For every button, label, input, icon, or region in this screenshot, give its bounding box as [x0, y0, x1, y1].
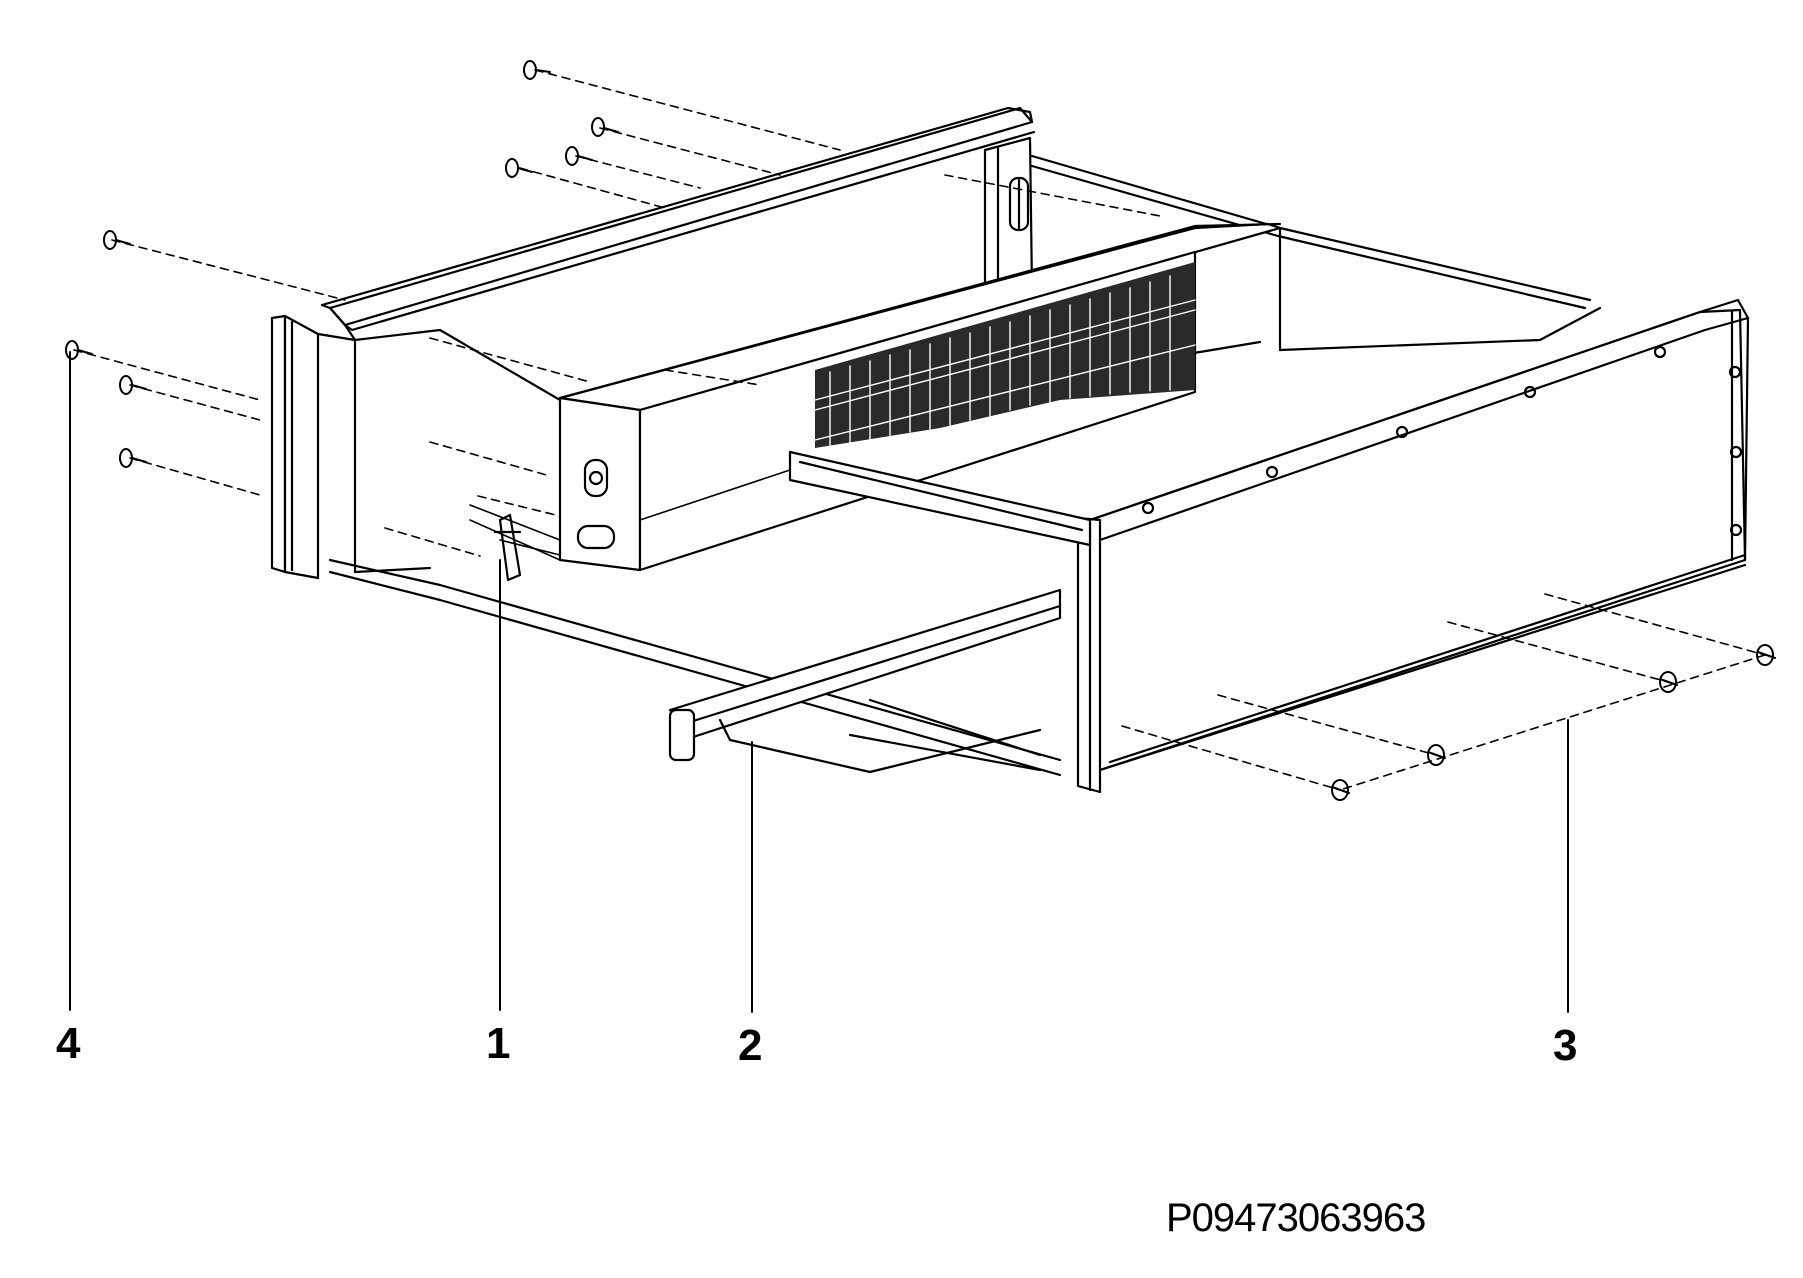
callout-leaders: [69, 351, 1569, 1013]
screws: [65, 60, 1776, 801]
callout-label-4: 4: [56, 1019, 81, 1068]
callout-label-3: 3: [1553, 1021, 1578, 1070]
callout-label-2: 2: [738, 1021, 763, 1070]
screw-leaders: [73, 69, 1766, 791]
top-rail: [320, 106, 1036, 332]
front-panel: [1076, 298, 1750, 794]
screw: [1756, 644, 1776, 666]
left-end-panel: [270, 303, 357, 580]
screw: [523, 60, 551, 80]
screw: [1427, 744, 1446, 766]
vent-grille: [814, 262, 1196, 448]
screw: [1331, 779, 1350, 801]
screw: [1659, 671, 1678, 693]
callout-label-1: 1: [486, 1019, 511, 1068]
screw: [565, 146, 593, 166]
screw: [119, 375, 147, 395]
interior-lines: [469, 469, 791, 561]
screw: [119, 448, 147, 468]
reference-code: P09473063963: [1166, 1196, 1426, 1240]
screw: [505, 158, 533, 178]
screw: [103, 230, 131, 250]
screw: [65, 340, 93, 360]
slide-rail: [328, 450, 1092, 777]
screw: [591, 117, 619, 137]
